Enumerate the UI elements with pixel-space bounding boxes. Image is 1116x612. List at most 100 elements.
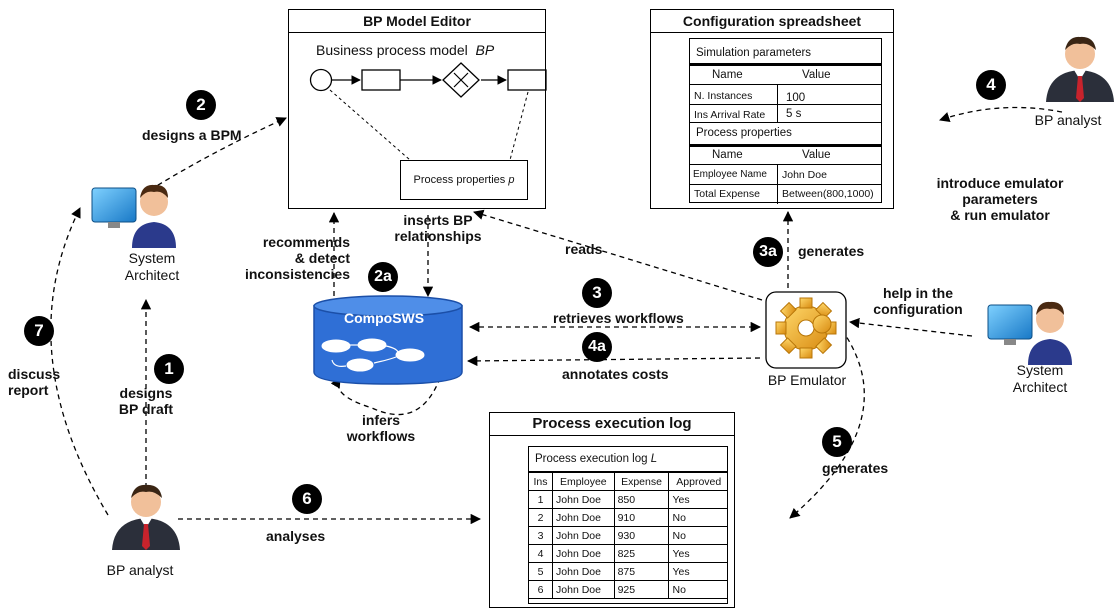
label-designs-draft-2: BP draft: [118, 401, 174, 417]
label-introduce-3: & run emulator: [950, 207, 1050, 223]
bp-model-editor-panel: BP Model Editor: [288, 9, 546, 209]
bp-model-label: Business process model BP: [316, 42, 494, 58]
log-cell-expense: 850: [613, 490, 670, 509]
bp-model-symbol: BP: [475, 42, 495, 58]
log-cell-ins: 6: [529, 580, 554, 599]
proc-row-2-name: Total Expense: [694, 188, 760, 200]
execution-log-title: Process execution log: [490, 413, 734, 436]
bp-model-diagram: [309, 62, 547, 98]
proc-col-name: Name: [712, 149, 743, 161]
proc-row-2-value: Between(800,1000): [782, 188, 874, 200]
label-recommends-2: & detect: [294, 250, 350, 266]
arrow-generates-log: [789, 329, 865, 519]
label-inserts: inserts BP relationships: [382, 212, 494, 244]
process-properties-box: Process properties p: [400, 160, 528, 200]
log-cell-ins: 4: [529, 544, 554, 563]
label-generates-log: generates: [822, 460, 889, 476]
bp-analyst-top-icon: [1046, 36, 1114, 102]
log-col-approved: Approved: [668, 472, 728, 491]
step-badge-4: 4: [976, 70, 1006, 100]
log-cell-approved: No: [668, 580, 728, 599]
architect-right-line-1: System: [1016, 362, 1064, 378]
step-badge-2: 2: [186, 90, 216, 120]
arrow-discuss-report: [50, 207, 109, 516]
composws-repository: [313, 295, 463, 385]
sim-col-name: Name: [712, 69, 743, 81]
task-2: [507, 69, 547, 91]
log-header-row: Ins Employee Expense Approved: [529, 472, 728, 491]
sim-row-1-name: N. Instances: [694, 90, 753, 102]
bp-emulator-box: [765, 291, 847, 369]
log-col-ins: Ins: [529, 472, 554, 491]
label-recommends: recommends & detect inconsistencies: [230, 234, 350, 282]
bp-analyst-bottom-icon: [112, 484, 180, 550]
start-event: [309, 68, 333, 92]
arrow-designs-bpm: [149, 117, 287, 191]
system-architect-left-icon: [91, 184, 176, 248]
log-inner-title-text: Process execution log: [535, 453, 648, 465]
label-designs-draft-1: designs: [119, 385, 173, 401]
log-cell-approved: No: [668, 526, 728, 545]
log-cell-approved: No: [668, 508, 728, 527]
architect-right-label: System Architect: [1000, 362, 1080, 396]
label-help-config-2: configuration: [873, 301, 963, 317]
arrow-help-config: [848, 317, 973, 337]
log-cell-approved: Yes: [668, 490, 728, 509]
label-analyses: analyses: [266, 528, 326, 544]
label-help-config-1: help in the: [883, 285, 953, 301]
sim-row-2-name: Ins Arrival Rate: [694, 109, 766, 121]
emulator-name: BP Emulator: [767, 372, 847, 388]
log-cell-expense: 825: [613, 544, 670, 563]
label-infers-2: workflows: [346, 428, 416, 444]
label-introduce: introduce emulator parameters & run emul…: [930, 175, 1070, 223]
proc-row-1-value: John Doe: [782, 169, 827, 181]
label-discuss-report: discuss report: [8, 366, 60, 398]
label-retrieves: retrieves workflows: [553, 310, 684, 326]
log-cell-ins: 2: [529, 508, 554, 527]
sim-row-2-value: 5 s: [786, 108, 802, 120]
log-cell-employee: John Doe: [552, 490, 615, 509]
sim-row-1-value: 100: [786, 92, 806, 104]
log-cell-expense: 910: [613, 508, 670, 527]
label-recommends-1: recommends: [262, 234, 350, 250]
analyst-top-label: BP analyst: [1034, 112, 1102, 128]
sim-section-title: Simulation parameters: [696, 47, 812, 59]
label-infers: infers workflows: [340, 412, 422, 444]
execution-log-inner: Process execution log L Ins Employee Exp…: [528, 446, 728, 604]
proc-col-value: Value: [802, 149, 831, 161]
bp-model-editor-title: BP Model Editor: [289, 10, 545, 33]
log-cell-ins: 1: [529, 490, 554, 509]
process-properties-symbol: p: [508, 174, 515, 186]
arrow-introduce-params: [939, 106, 1063, 122]
config-spreadsheet-title: Configuration spreadsheet: [651, 10, 893, 33]
log-cell-approved: Yes: [668, 562, 728, 581]
step-badge-4a: 4a: [582, 332, 612, 362]
architect-left-line-1: System: [128, 250, 176, 266]
system-architect-right-icon: [987, 301, 1072, 365]
step-badge-3: 3: [582, 278, 612, 308]
log-inner-title: Process execution log L: [535, 453, 657, 465]
step-badge-6: 6: [292, 484, 322, 514]
log-cell-employee: John Doe: [552, 544, 615, 563]
step-badge-1: 1: [154, 354, 184, 384]
label-generates-config: generates: [798, 243, 865, 259]
log-cell-employee: John Doe: [552, 580, 615, 599]
analyst-bottom-label: BP analyst: [106, 562, 174, 578]
step-badge-2a: 2a: [368, 262, 398, 292]
label-help-config: help in the configuration: [862, 285, 974, 317]
log-cell-expense: 930: [613, 526, 670, 545]
label-inserts-1: inserts BP: [403, 212, 473, 228]
arrow-annotates: [466, 355, 761, 367]
log-cell-employee: John Doe: [552, 526, 615, 545]
proc-row-1-name: Employee Name: [693, 169, 767, 180]
label-inserts-2: relationships: [394, 228, 482, 244]
label-infers-1: infers: [361, 412, 401, 428]
log-col-expense: Expense: [613, 472, 670, 491]
label-discuss-report-1: discuss: [8, 366, 61, 382]
